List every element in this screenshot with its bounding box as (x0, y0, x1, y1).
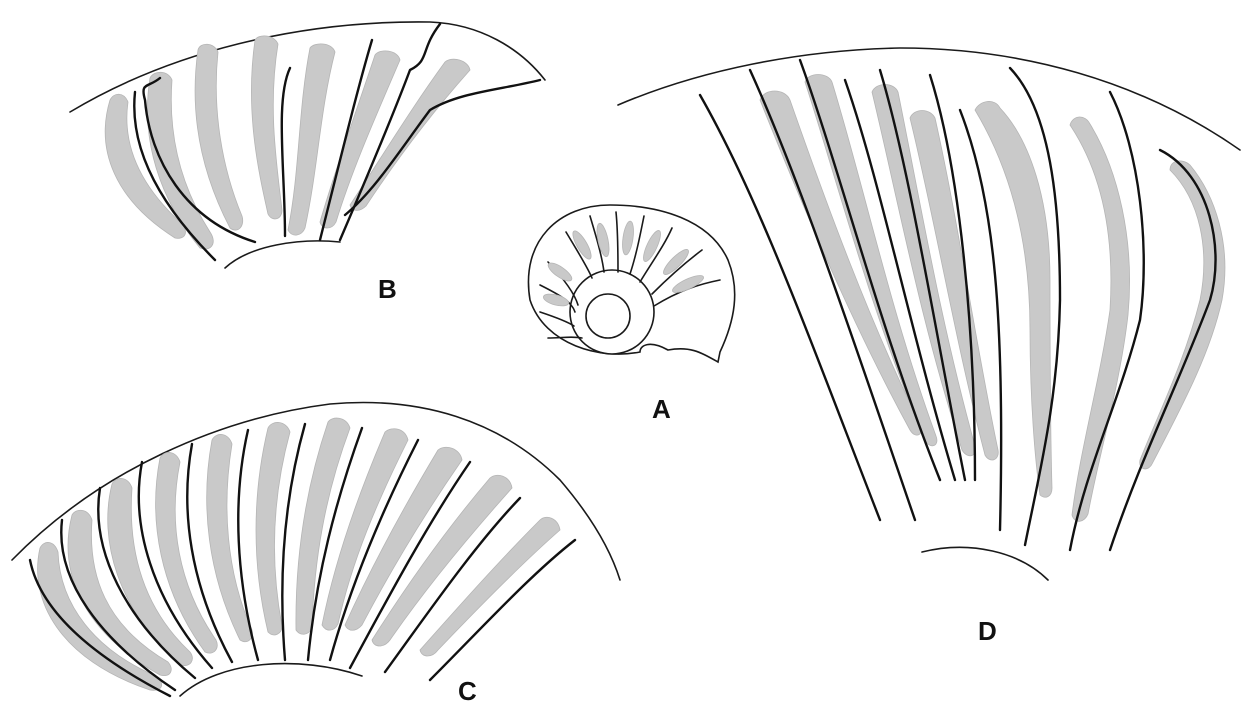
panel-a-suture (548, 337, 582, 338)
panel-c-umbilical-arc (180, 664, 362, 696)
panel-a-label: A (652, 394, 671, 424)
panel-c-saddle-11 (420, 517, 560, 656)
panel-d-umbilical-arc (922, 547, 1048, 580)
panel-c-label: C (458, 676, 477, 704)
panel-b-label: B (378, 274, 397, 304)
panel-b-suture-3 (282, 68, 290, 236)
panel-d-saddle-6 (1070, 117, 1130, 521)
panel-c: C (12, 403, 620, 704)
panel-d-saddle-7 (1140, 161, 1225, 469)
panel-b-saddle-3 (195, 44, 243, 230)
panel-b-umbilical-arc (225, 241, 340, 268)
panel-a-umbilicus (586, 294, 630, 338)
panel-d-label: D (978, 616, 997, 646)
panel-b-saddle-4 (251, 36, 282, 219)
panel-b: B (70, 22, 545, 304)
panel-a: A (528, 205, 734, 424)
